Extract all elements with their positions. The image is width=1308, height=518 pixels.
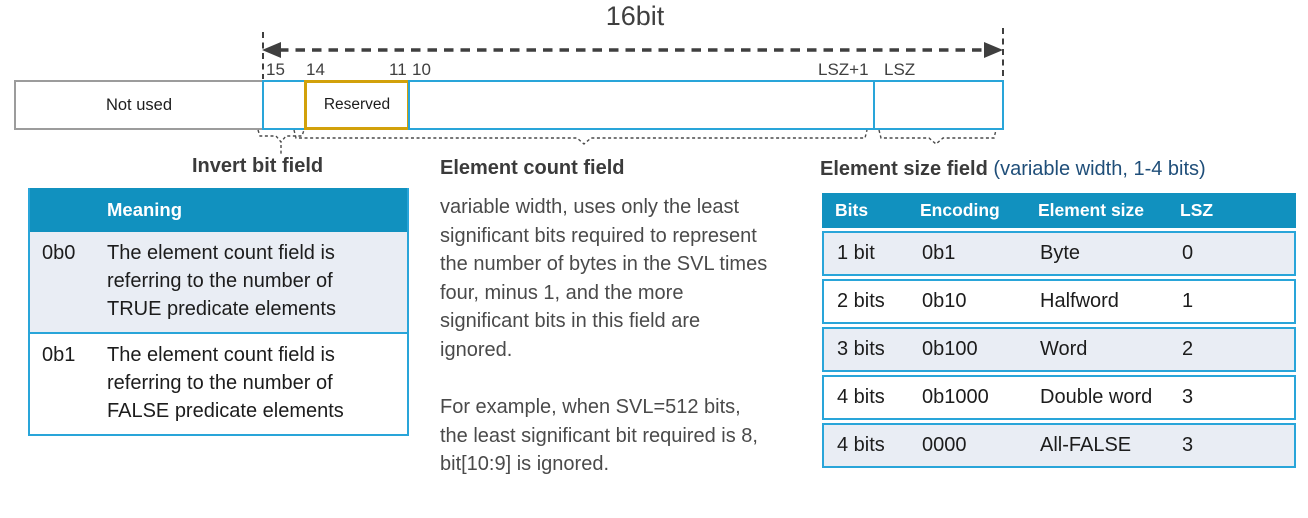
size-cell-bits: 4 bits [837,434,885,456]
size-field-title-text: Element size field [820,158,988,180]
bit-label-15: 15 [266,60,285,79]
size-cell-element-size: Double word [1040,386,1153,408]
segment-element-count [408,80,875,130]
segment-reserved: Reserved [304,80,410,130]
invert-row-meaning: The element count field is referring to … [107,344,344,422]
segment-element-size [873,80,1004,130]
invert-field-title: Invert bit field [192,155,324,177]
bit-label-lsz-plus-1: LSZ+1 [818,60,869,79]
segment-invert-bit [262,80,306,130]
size-header-lsz: LSZ [1180,200,1214,220]
invert-row-code: 0b1 [42,344,76,366]
count-field-paragraph: variable width, uses only the least sign… [440,196,768,361]
size-header-encoding: Encoding [920,200,1000,220]
count-field-example: For example, when SVL=512 bits, the leas… [440,396,758,475]
size-table-row: 3 bits 0b100 Word 2 [822,327,1296,372]
size-cell-bits: 3 bits [837,338,885,360]
count-field-title: Element count field [440,157,625,179]
size-cell-lsz: 1 [1182,290,1194,312]
size-cell-encoding: 0000 [922,434,967,456]
size-table-row: 1 bit 0b1 Byte 0 [822,231,1296,276]
invert-table-row: 0b1 The element count field is referring … [30,332,407,434]
invert-header-meaning: Meaning [107,199,183,220]
size-field-title: Element size field (variable width, 1-4 … [820,158,1206,181]
count-field-description: variable width, uses only the least sign… [440,193,770,479]
size-cell-element-size: Halfword [1040,290,1119,312]
size-cell-lsz: 2 [1182,338,1194,360]
bit-label-lsz: LSZ [884,60,916,79]
segment-not-used: Not used [14,80,264,130]
size-cell-bits: 4 bits [837,386,885,408]
size-cell-lsz: 0 [1182,242,1194,264]
size-cell-bits: 2 bits [837,290,885,312]
size-header-element-size: Element size [1038,200,1145,220]
width-dimension-label: 16bit [605,1,665,31]
size-cell-element-size: Byte [1040,242,1081,264]
size-cell-encoding: 0b1000 [922,386,989,408]
invert-table-header: Meaning [30,188,407,232]
size-cell-bits: 1 bit [837,242,875,264]
size-cell-element-size: All-FALSE [1040,434,1132,456]
size-table-row: 4 bits 0000 All-FALSE 3 [822,423,1296,468]
size-field-subtitle: (variable width, 1-4 bits) [993,158,1206,180]
bit-label-14: 14 [306,60,325,79]
invert-row-code: 0b0 [42,242,76,264]
size-cell-lsz: 3 [1182,386,1194,408]
bit-label-10: 10 [412,60,431,79]
invert-table-row: 0b0 The element count field is referring … [30,232,407,332]
bit-label-11: 11 [389,60,407,79]
size-field-table: Bits Encoding Element size LSZ 1 bit 0b1 B… [822,193,1296,468]
size-table-rows: 1 bit 0b1 Byte 0 2 bits 0b10 Halfword 1 3 bits 0b… [822,231,1296,468]
size-cell-lsz: 3 [1182,434,1194,456]
size-header-bits: Bits [835,200,869,220]
size-cell-encoding: 0b100 [922,338,978,360]
size-cell-encoding: 0b10 [922,290,967,312]
size-table-header: Bits Encoding Element size LSZ [822,193,1296,228]
size-table-row: 4 bits 0b1000 Double word 3 [822,375,1296,420]
size-cell-encoding: 0b1 [922,242,956,264]
invert-row-meaning: The element count field is referring to … [107,242,336,320]
size-cell-element-size: Word [1040,338,1088,360]
size-table-row: 2 bits 0b10 Halfword 1 [822,279,1296,324]
